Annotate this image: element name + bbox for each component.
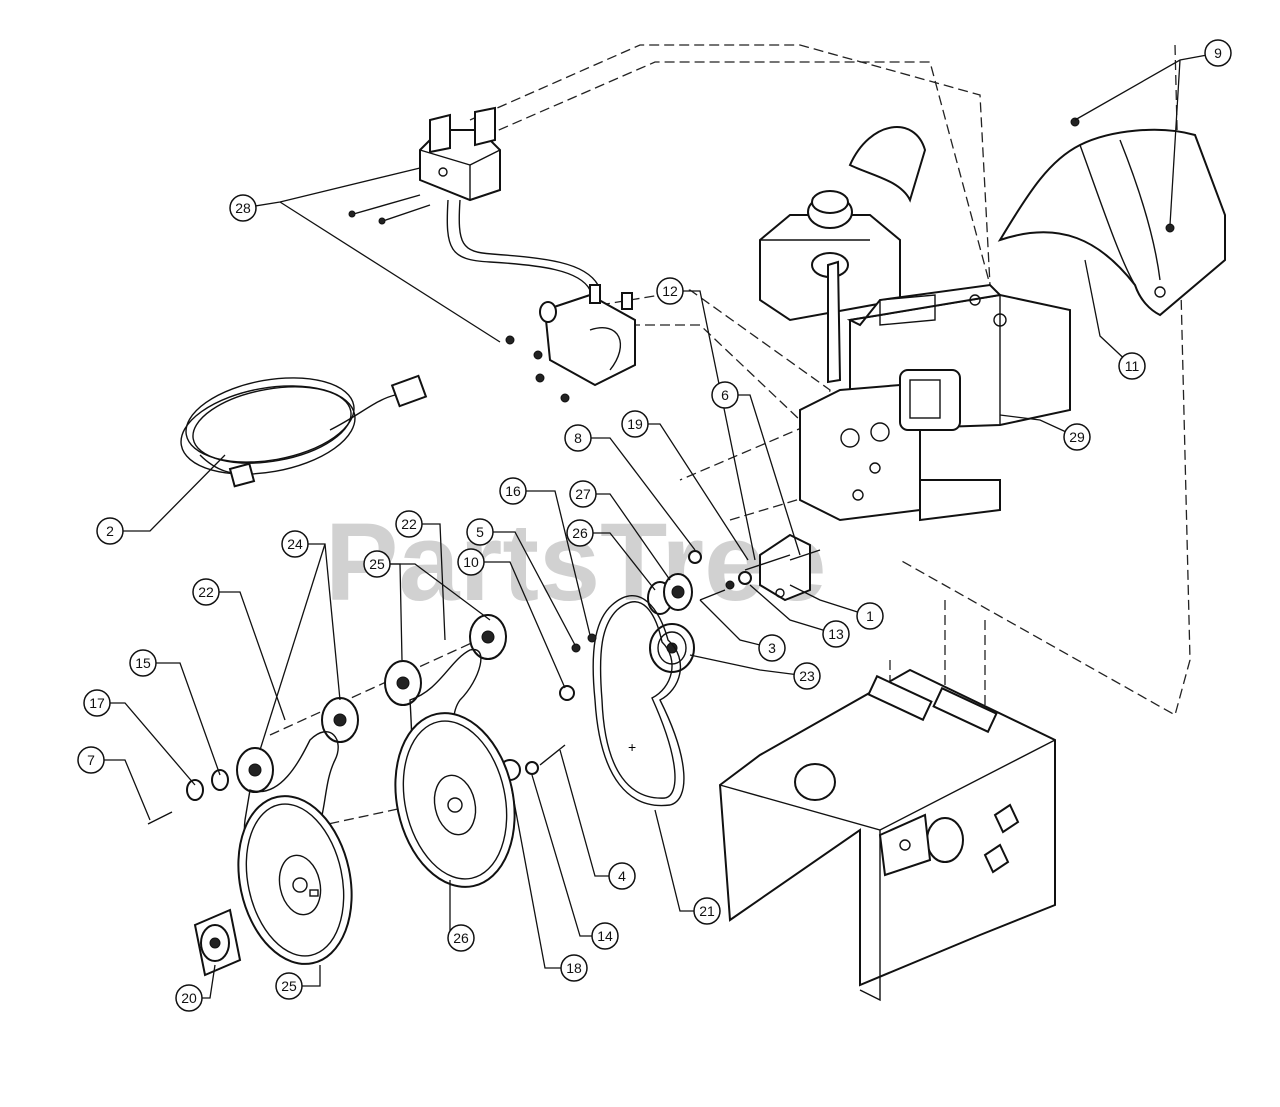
svg-text:17: 17 bbox=[89, 695, 105, 711]
svg-text:14: 14 bbox=[597, 928, 613, 944]
callout-18: 18 bbox=[560, 954, 588, 982]
svg-text:8: 8 bbox=[574, 430, 582, 446]
svg-text:25: 25 bbox=[369, 556, 385, 572]
svg-text:2: 2 bbox=[106, 523, 114, 539]
callout-11: 11 bbox=[1118, 352, 1146, 380]
svg-text:28: 28 bbox=[235, 200, 251, 216]
svg-text:6: 6 bbox=[721, 387, 729, 403]
callout-22-left: 22 bbox=[192, 578, 220, 606]
callout-13: 13 bbox=[822, 620, 850, 648]
svg-text:22: 22 bbox=[198, 584, 214, 600]
callouts: 9 11 29 28 2 6 12 19 8 27 26 16 5 10 22 … bbox=[77, 39, 1232, 1012]
svg-text:15: 15 bbox=[135, 655, 151, 671]
frame bbox=[718, 668, 1056, 1002]
svg-text:13: 13 bbox=[828, 626, 844, 642]
svg-text:20: 20 bbox=[181, 990, 197, 1006]
center-hardware bbox=[499, 633, 597, 781]
svg-text:23: 23 bbox=[799, 668, 815, 684]
small-pulleys bbox=[647, 573, 693, 615]
svg-text:24: 24 bbox=[287, 536, 303, 552]
callout-22-right: 22 bbox=[395, 510, 423, 538]
callout-28: 28 bbox=[229, 194, 257, 222]
svg-text:25: 25 bbox=[281, 978, 297, 994]
svg-text:7: 7 bbox=[87, 752, 95, 768]
svg-text:3: 3 bbox=[768, 640, 776, 656]
callout-24-left: 24 bbox=[281, 530, 309, 558]
large-pulley-left bbox=[237, 795, 353, 965]
callout-19: 19 bbox=[621, 410, 649, 438]
callout-17: 17 bbox=[83, 689, 111, 717]
callout-8: 8 bbox=[564, 424, 592, 452]
belt-cover bbox=[997, 117, 1226, 317]
extension-cord bbox=[180, 374, 428, 488]
switch-screws bbox=[348, 194, 431, 225]
svg-text:19: 19 bbox=[627, 416, 643, 432]
svg-text:12: 12 bbox=[662, 283, 678, 299]
callout-12: 12 bbox=[656, 277, 684, 305]
starter-cable bbox=[446, 199, 591, 291]
svg-text:27: 27 bbox=[575, 486, 591, 502]
svg-text:+: + bbox=[628, 739, 636, 755]
svg-text:1: 1 bbox=[866, 608, 874, 624]
callout-4: 4 bbox=[608, 862, 636, 890]
large-pulley-right bbox=[394, 712, 516, 888]
callout-20: 20 bbox=[175, 984, 203, 1012]
callout-16: 16 bbox=[499, 477, 527, 505]
callout-24-right: 25 bbox=[363, 550, 391, 578]
svg-text:4: 4 bbox=[618, 868, 626, 884]
starter-switch-box bbox=[419, 106, 501, 202]
svg-text:16: 16 bbox=[505, 483, 521, 499]
electric-starter-motor bbox=[505, 284, 636, 403]
callout-25-left: 25 bbox=[275, 972, 303, 1000]
callout-27: 27 bbox=[569, 480, 597, 508]
svg-text:9: 9 bbox=[1214, 45, 1222, 61]
callout-26: 26 bbox=[566, 519, 594, 547]
callout-25-right: 26 bbox=[447, 924, 475, 952]
callout-5: 5 bbox=[466, 518, 494, 546]
svg-text:21: 21 bbox=[699, 903, 715, 919]
callout-14: 14 bbox=[591, 922, 619, 950]
callout-23: 23 bbox=[793, 662, 821, 690]
callout-21: 21 bbox=[693, 897, 721, 925]
svg-text:11: 11 bbox=[1125, 358, 1140, 374]
svg-text:26: 26 bbox=[453, 930, 469, 946]
callout-3: 3 bbox=[758, 634, 786, 662]
svg-text:29: 29 bbox=[1069, 429, 1085, 445]
svg-text:22: 22 bbox=[401, 516, 417, 532]
svg-text:5: 5 bbox=[476, 524, 484, 540]
callout-6: 6 bbox=[711, 381, 739, 409]
callout-1: 1 bbox=[856, 602, 884, 630]
engine bbox=[759, 126, 1071, 522]
idler-bracket bbox=[688, 533, 821, 602]
drive-belt-21 bbox=[592, 595, 685, 807]
callout-9: 9 bbox=[1204, 39, 1232, 67]
callout-7: 7 bbox=[77, 746, 105, 774]
left-pulley-stack bbox=[147, 614, 507, 825]
callout-29: 29 bbox=[1063, 423, 1091, 451]
callout-15: 15 bbox=[129, 649, 157, 677]
svg-text:26: 26 bbox=[572, 525, 588, 541]
svg-text:18: 18 bbox=[566, 960, 582, 976]
callout-2: 2 bbox=[96, 517, 124, 545]
callout-10: 10 bbox=[457, 548, 485, 576]
pulley-hub-20 bbox=[193, 908, 242, 977]
svg-text:10: 10 bbox=[463, 554, 479, 570]
